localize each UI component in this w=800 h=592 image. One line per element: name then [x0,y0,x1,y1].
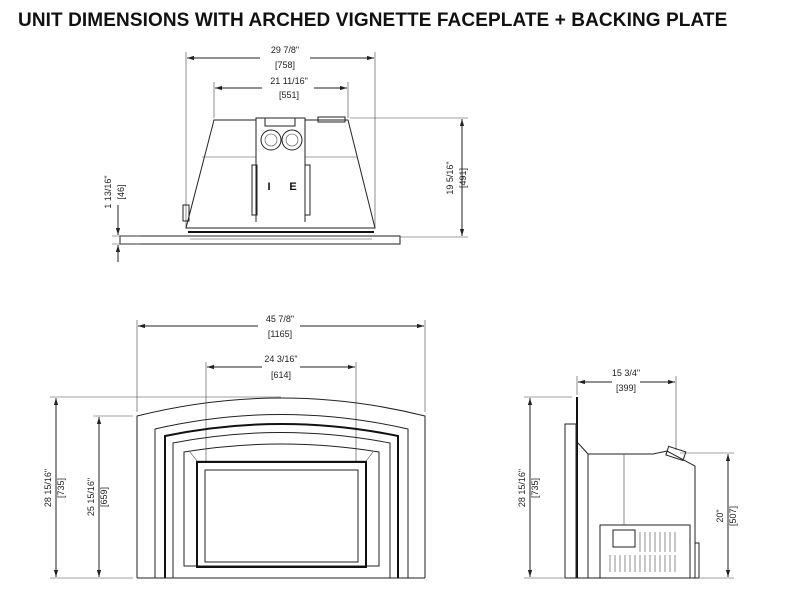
front-overall-width-imperial: 45 7/8" [266,314,294,324]
top-height-metric: [491] [458,168,468,188]
top-flange-offset-imperial: 1 13/16" [103,175,113,208]
side-depth-imperial: 15 3/4" [612,368,640,378]
top-height-imperial: 19 5/16" [445,161,455,194]
vent-louvers-icon [609,532,676,572]
top-view: 29 7/8" [758] 21 11/16" [551] I E 19 5/1… [103,45,468,262]
side-body-height-imperial: 20" [715,509,725,522]
exhaust-vent-icon [281,129,303,151]
front-overall-height-imperial: 28 15/16" [43,469,53,507]
intake-vent-icon [260,129,282,151]
front-side-height-metric: [659] [99,487,109,507]
side-overall-height-metric: [735] [530,478,540,498]
top-body-width-metric: [551] [279,90,299,100]
front-opening-width-imperial: 24 3/16" [264,354,297,364]
side-overall-height-imperial: 28 15/16" [517,469,527,507]
page-title: UNIT DIMENSIONS WITH ARCHED VIGNETTE FAC… [18,10,728,31]
front-opening-width-metric: [614] [271,370,291,380]
side-body-height-metric: [507] [728,506,738,526]
top-flange-offset-metric: [46] [116,184,126,199]
top-body-width-imperial: 21 11/16" [270,76,308,86]
front-view: 45 7/8" [1165] 24 3/16" [614] 28 15/16" … [43,314,426,579]
side-depth-metric: [399] [616,383,636,393]
front-overall-height-metric: [735] [56,478,66,498]
exhaust-label: E [289,181,296,193]
top-overall-width-metric: [758] [275,60,295,70]
intake-label: I [267,181,270,193]
front-side-height-imperial: 25 15/16" [86,478,96,516]
top-overall-width-imperial: 29 7/8" [271,45,299,55]
front-overall-width-metric: [1165] [268,329,292,339]
side-view: 15 3/4" [399] 28 15/16" [735] [517,368,738,579]
